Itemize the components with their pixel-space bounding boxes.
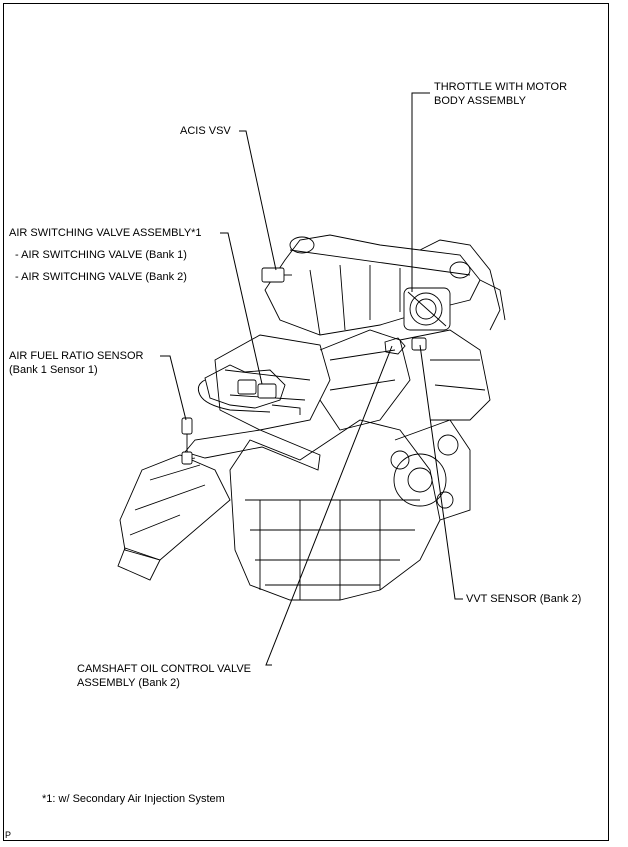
leader-acis-vsv — [239, 130, 277, 271]
leader-throttle — [411, 92, 430, 292]
leader-vvt — [419, 344, 463, 600]
air-switching-assembly-label: AIR SWITCHING VALVE ASSEMBLY*1 — [9, 227, 202, 239]
throttle-body — [403, 287, 451, 331]
leader-camshaft — [265, 345, 393, 666]
camshaft-label-line2: ASSEMBLY (Bank 2) — [77, 677, 180, 689]
acis-vsv — [261, 267, 292, 283]
throttle-label-line1: THROTTLE WITH MOTOR — [434, 81, 568, 93]
cylinder-heads — [214, 329, 491, 431]
engine-block — [229, 419, 471, 601]
acis-vsv-label: ACIS VSV — [180, 125, 231, 137]
footnote: *1: w/ Secondary Air Injection System — [42, 793, 225, 805]
vvt-sensor — [411, 337, 427, 351]
throttle-label-line2: BODY ASSEMBLY — [434, 95, 526, 107]
air-switching-valve-assembly — [197, 364, 301, 415]
leader-air-switching — [220, 232, 263, 385]
air-switching-bank2-label: - AIR SWITCHING VALVE (Bank 2) — [15, 271, 187, 283]
catalytic-converter — [117, 429, 321, 581]
af-sensor-label-line2: (Bank 1 Sensor 1) — [9, 364, 98, 376]
leader-af-sensor — [160, 355, 187, 421]
diagram-frame — [3, 3, 609, 841]
camshaft-ocv — [384, 337, 406, 355]
vvt-sensor-label: VVT SENSOR (Bank 2) — [466, 593, 582, 605]
af-sensor-label-line1: AIR FUEL RATIO SENSOR — [9, 350, 144, 362]
air-switching-bank1-label: - AIR SWITCHING VALVE (Bank 1) — [15, 249, 187, 261]
air-fuel-ratio-sensor — [181, 417, 196, 465]
intake-manifold — [264, 234, 506, 336]
corner-mark: P — [5, 830, 12, 840]
camshaft-label-line1: CAMSHAFT OIL CONTROL VALVE — [77, 663, 251, 675]
